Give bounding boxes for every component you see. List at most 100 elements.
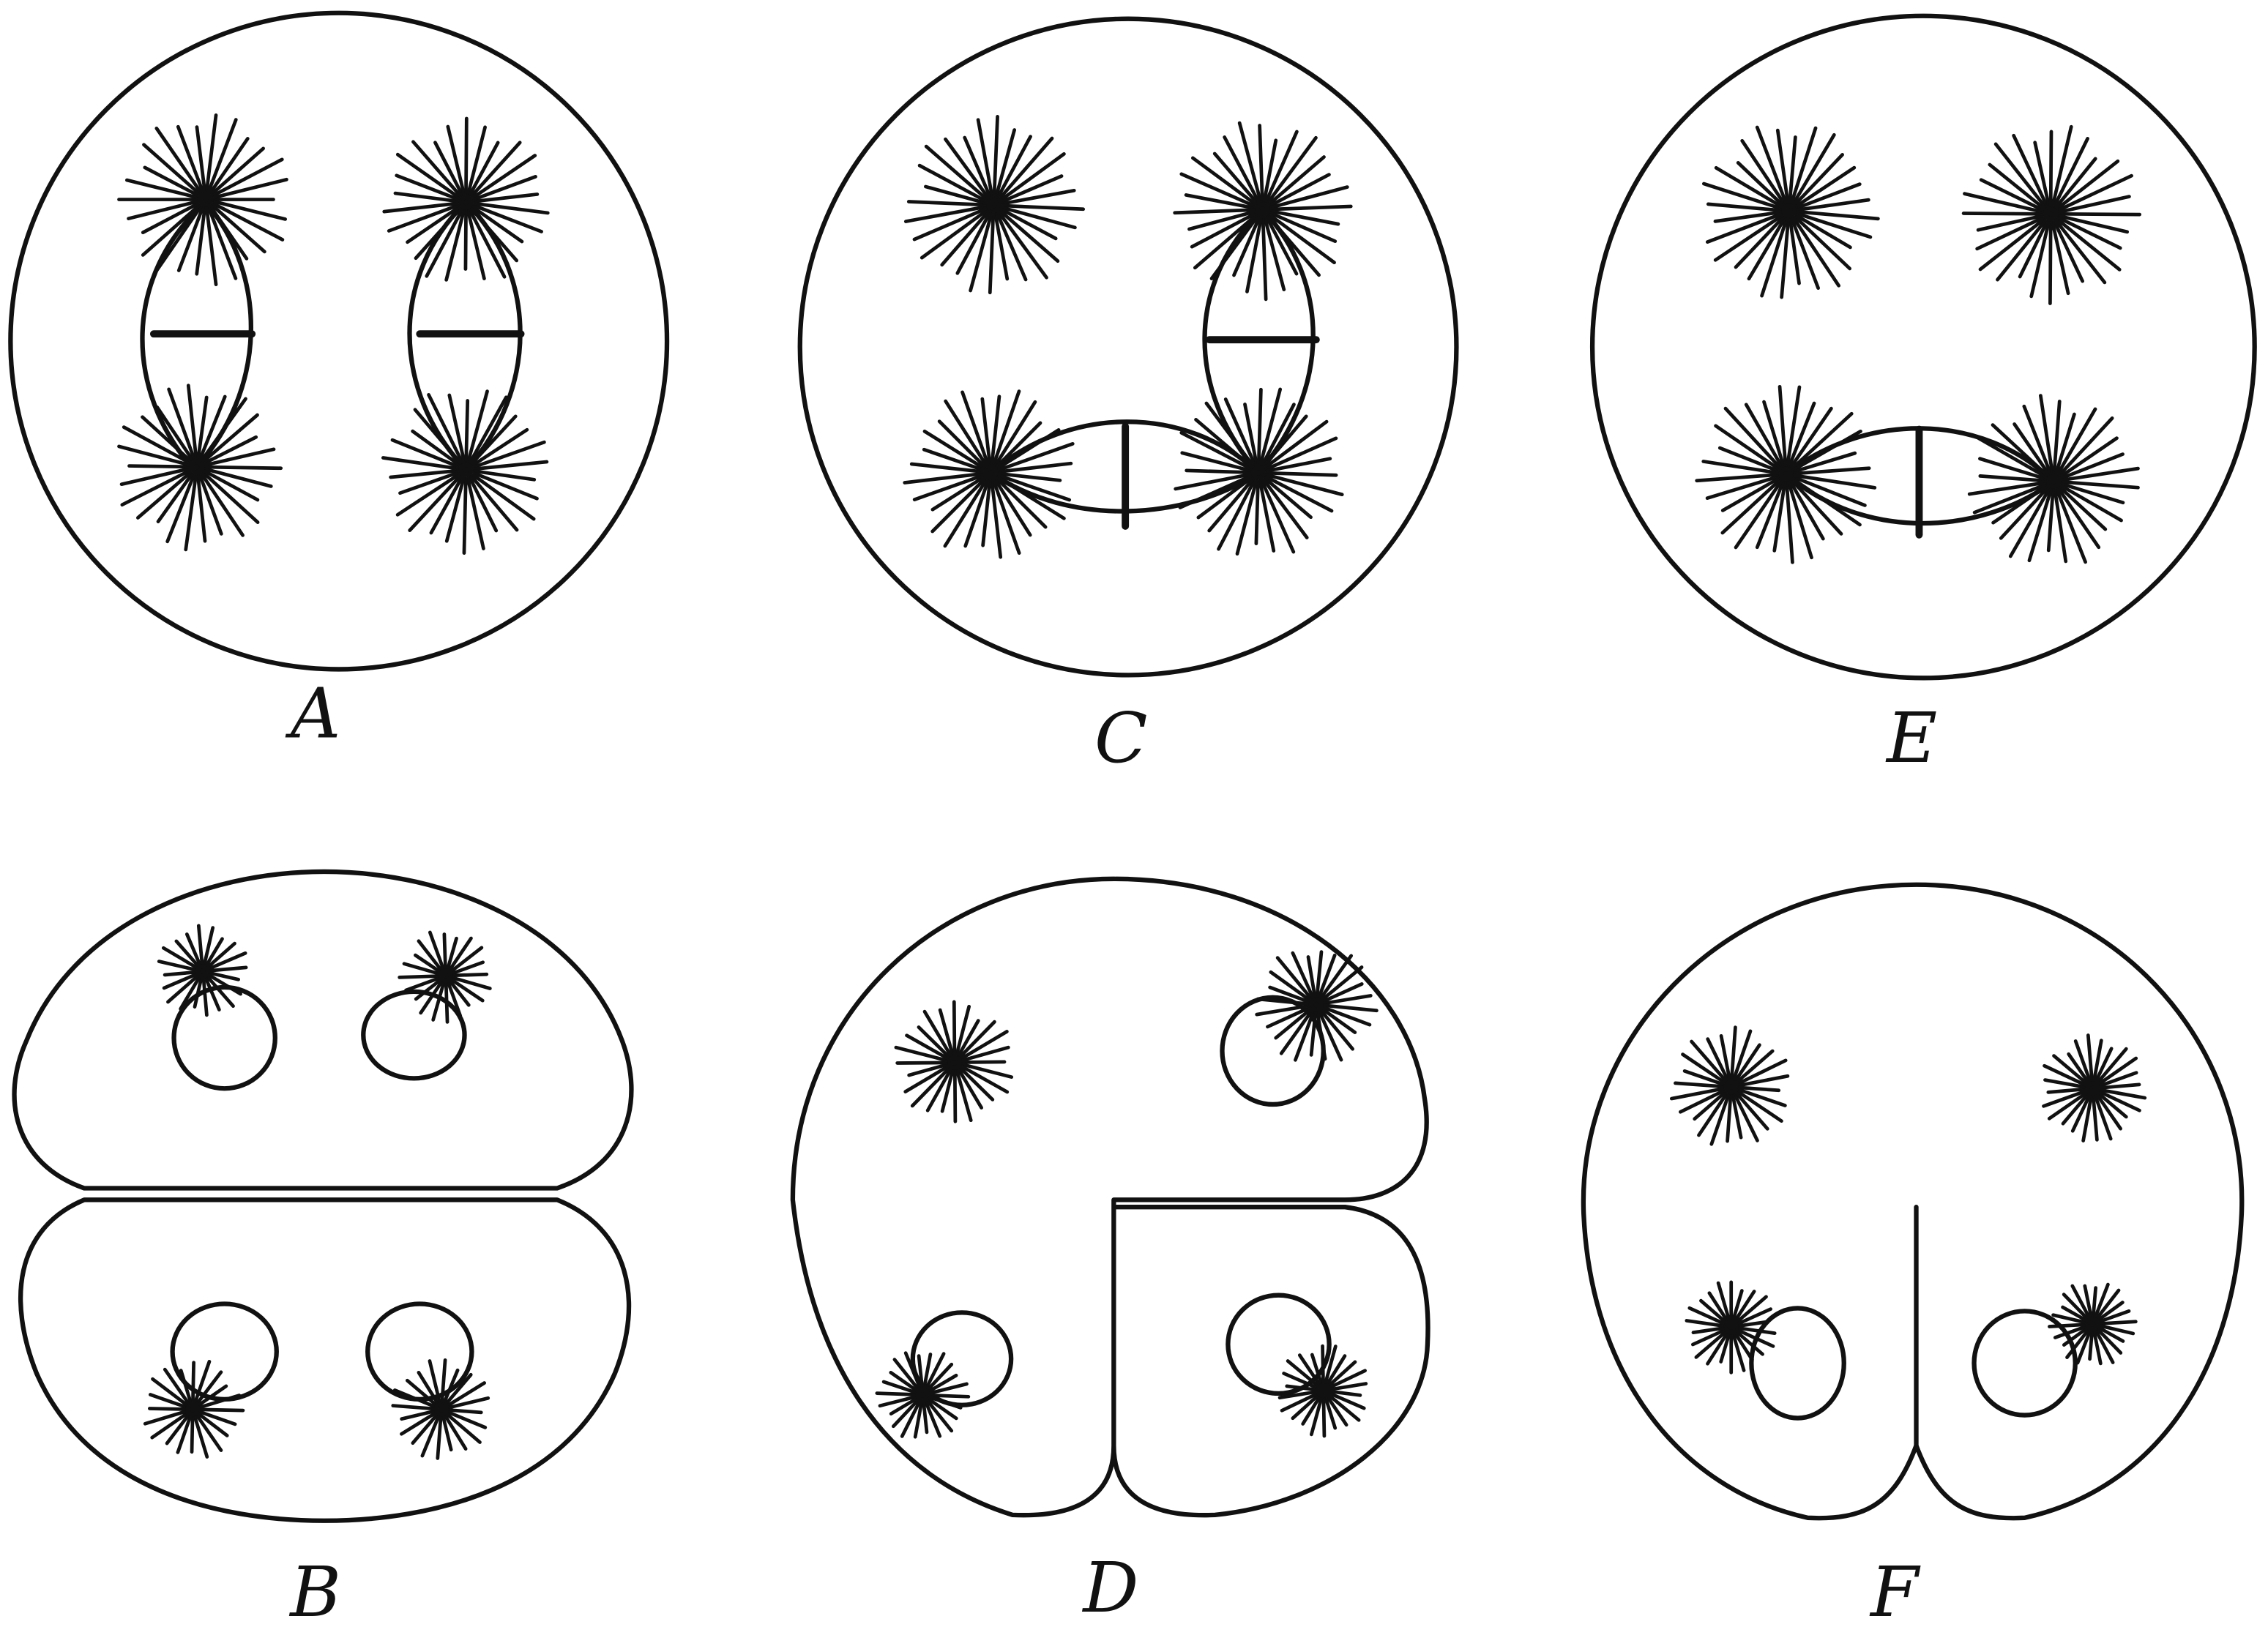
nucleus: [174, 987, 275, 1088]
panel-c: C: [800, 19, 1457, 779]
panel-a: A: [10, 13, 667, 755]
panel-e: E: [1592, 16, 2255, 779]
nucleus: [173, 1304, 277, 1399]
nucleus: [363, 992, 464, 1079]
panel-label: A: [285, 673, 340, 754]
aster: [1963, 127, 2140, 303]
aster-ray: [962, 1062, 1004, 1063]
centriole: [986, 468, 996, 478]
aster: [159, 926, 246, 1015]
panel-label: F: [1869, 1552, 1921, 1623]
aster: [384, 119, 548, 280]
panel-label: B: [288, 1552, 341, 1623]
aster: [145, 1361, 243, 1456]
centriole: [918, 1390, 928, 1400]
centriole: [1784, 206, 1794, 216]
centriole: [1311, 1000, 1321, 1010]
centriole: [2048, 476, 2059, 487]
aster: [1969, 396, 2138, 562]
aster-ray: [466, 119, 467, 194]
centriole: [1726, 1322, 1737, 1332]
aster-ray: [1323, 1346, 1324, 1383]
aster-ray: [192, 1417, 193, 1452]
aster-ray: [449, 1410, 481, 1412]
aster-ray: [954, 1002, 955, 1055]
daughter-cell-upper: [15, 872, 632, 1189]
aster: [1697, 386, 1875, 562]
aster-ray: [206, 467, 281, 468]
cell-outline: [1592, 16, 2255, 678]
aster-ray: [990, 214, 993, 292]
aster-ray: [930, 1395, 969, 1396]
centriole: [461, 465, 471, 475]
aster: [906, 116, 1083, 292]
daughter-cell-lower: [20, 1200, 629, 1520]
aster: [1176, 389, 1343, 554]
aster-ray: [438, 1417, 441, 1459]
aster-ray: [1002, 208, 1075, 228]
aster-ray: [446, 983, 447, 1022]
aster: [905, 392, 1073, 558]
aster: [1671, 1028, 1788, 1145]
aster: [383, 392, 547, 553]
aster-ray: [165, 972, 195, 975]
aster-ray: [1272, 206, 1351, 209]
aster-ray: [1002, 206, 1083, 209]
aster-ray: [877, 1394, 916, 1395]
aster: [119, 386, 281, 550]
aster-ray: [1263, 218, 1266, 299]
cell-outline: [10, 13, 667, 670]
aster-ray: [210, 968, 246, 970]
nucleus: [368, 1304, 471, 1399]
centriole: [441, 970, 451, 981]
aster-ray: [971, 214, 992, 291]
aster-ray: [1260, 125, 1263, 201]
panel-f: F: [1584, 885, 2242, 1623]
centriole: [2045, 209, 2056, 219]
panel-label: C: [1094, 698, 1148, 779]
aster-ray: [1258, 389, 1261, 464]
aster: [2049, 1284, 2135, 1364]
panel-label: E: [1885, 698, 1937, 779]
aster-ray: [149, 1409, 185, 1410]
centriole: [950, 1058, 960, 1068]
aster-ray: [198, 926, 202, 965]
aster-ray: [1267, 473, 1336, 475]
aster-ray: [393, 1406, 434, 1409]
aster-ray: [1239, 123, 1261, 201]
aster-ray: [444, 934, 446, 968]
aster-ray: [204, 979, 206, 1015]
aster-ray: [466, 400, 468, 461]
nucleus: [1751, 1308, 1843, 1418]
aster: [1257, 952, 1377, 1061]
panel-d: D: [793, 879, 1428, 1623]
centriole: [198, 966, 208, 976]
aster: [1704, 127, 1878, 297]
aster: [896, 1002, 1012, 1121]
aster-ray: [909, 202, 985, 205]
aster-ray: [2049, 1325, 2085, 1327]
centriole: [1258, 204, 1268, 214]
centriole: [1781, 469, 1791, 479]
aster: [2044, 1036, 2145, 1141]
centriole: [2088, 1319, 2098, 1329]
centriole: [201, 195, 211, 205]
aster: [400, 932, 490, 1022]
centriole: [461, 198, 471, 208]
centriole: [1253, 468, 1264, 478]
aster-ray: [453, 974, 487, 976]
cell-outline-cleaving: [1584, 885, 2242, 1518]
aster-ray: [1187, 471, 1250, 473]
panel-b: B: [15, 872, 632, 1623]
centriole: [1318, 1385, 1329, 1396]
aster-ray: [994, 116, 998, 196]
centriole: [989, 201, 999, 211]
aster-ray: [1175, 210, 1254, 213]
cell-outline: [800, 19, 1457, 676]
aster: [877, 1353, 969, 1437]
aster-ray: [2050, 222, 2051, 303]
centriole: [2088, 1083, 2098, 1093]
centriole: [187, 1405, 198, 1415]
